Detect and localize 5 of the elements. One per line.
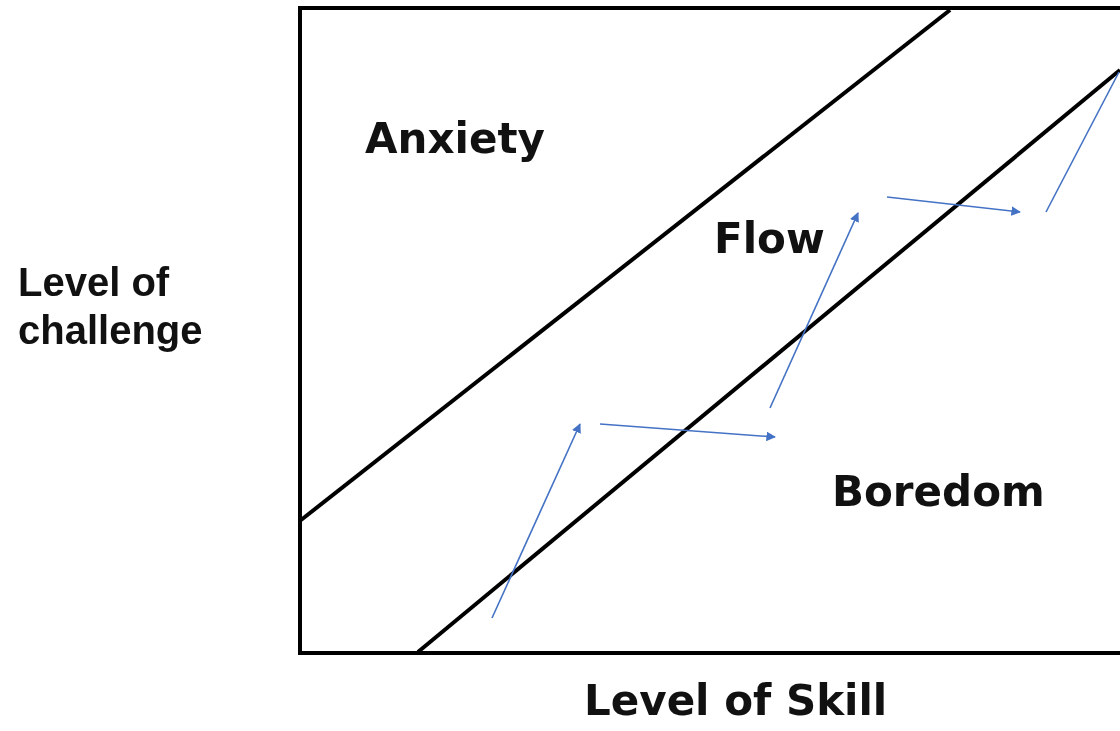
axis-label: Level of Skill [584,676,888,727]
axis-label: Level of challenge [18,259,204,354]
region-label: Flow [714,214,825,265]
region-label: Boredom [832,467,1045,518]
region-label: Anxiety [365,114,545,165]
